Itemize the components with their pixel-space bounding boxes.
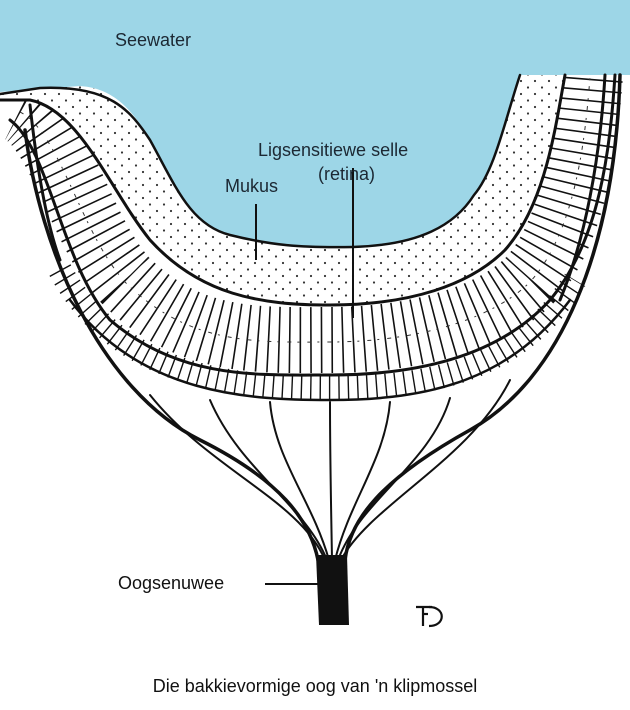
label-mucus: Mukus — [225, 176, 279, 196]
figure-caption: Die bakkievormige oog van 'n klipmossel — [152, 676, 478, 696]
optic-nerve-stem — [316, 555, 349, 625]
label-seawater: Seewater — [115, 30, 192, 50]
artist-signature — [416, 605, 443, 628]
label-optic-nerve: Oogsenuwee — [118, 573, 225, 593]
label-retina-sub: (retina) — [318, 164, 376, 184]
seawater-region — [0, 0, 630, 248]
label-retina: Ligsensitiewe selle — [258, 140, 409, 160]
outer-band — [49, 264, 586, 401]
